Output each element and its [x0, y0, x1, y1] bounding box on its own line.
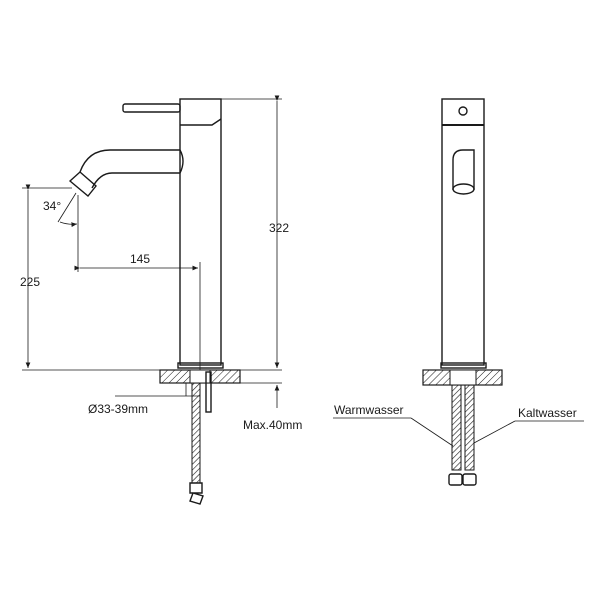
cold-water-hose — [464, 384, 475, 471]
side-view: 322 225 145 34° Ø33-39mm Max.40mm — [20, 95, 302, 505]
lever-handle — [122, 103, 181, 113]
faucet-body-front — [441, 98, 485, 366]
mounting-stud — [205, 371, 212, 413]
aerator-front — [452, 183, 475, 195]
hose-nut — [189, 482, 204, 505]
dim-max-counter-thickness: Max.40mm — [243, 418, 302, 432]
angle-arc — [59, 221, 78, 228]
dim-height-total: 322 — [269, 221, 289, 235]
spout-aerator — [68, 171, 97, 197]
spout — [79, 149, 184, 189]
cartridge-line — [180, 118, 222, 126]
dim-hole-diameter: Ø33-39mm — [88, 402, 148, 416]
faucet-body — [179, 98, 222, 366]
base-plate — [177, 362, 224, 369]
front-view: Warmwasser Kaltwasser — [333, 98, 584, 486]
label-cold-water: Kaltwasser — [518, 406, 577, 420]
label-hot-water: Warmwasser — [334, 403, 404, 417]
dim-spout-angle: 34° — [43, 199, 61, 213]
supply-hose — [191, 382, 201, 484]
hot-water-hose — [451, 384, 462, 471]
spout-front — [452, 149, 475, 190]
dim-spout-height: 225 — [20, 275, 40, 289]
lever-pin — [458, 106, 468, 116]
dim-spout-reach: 145 — [130, 252, 150, 266]
